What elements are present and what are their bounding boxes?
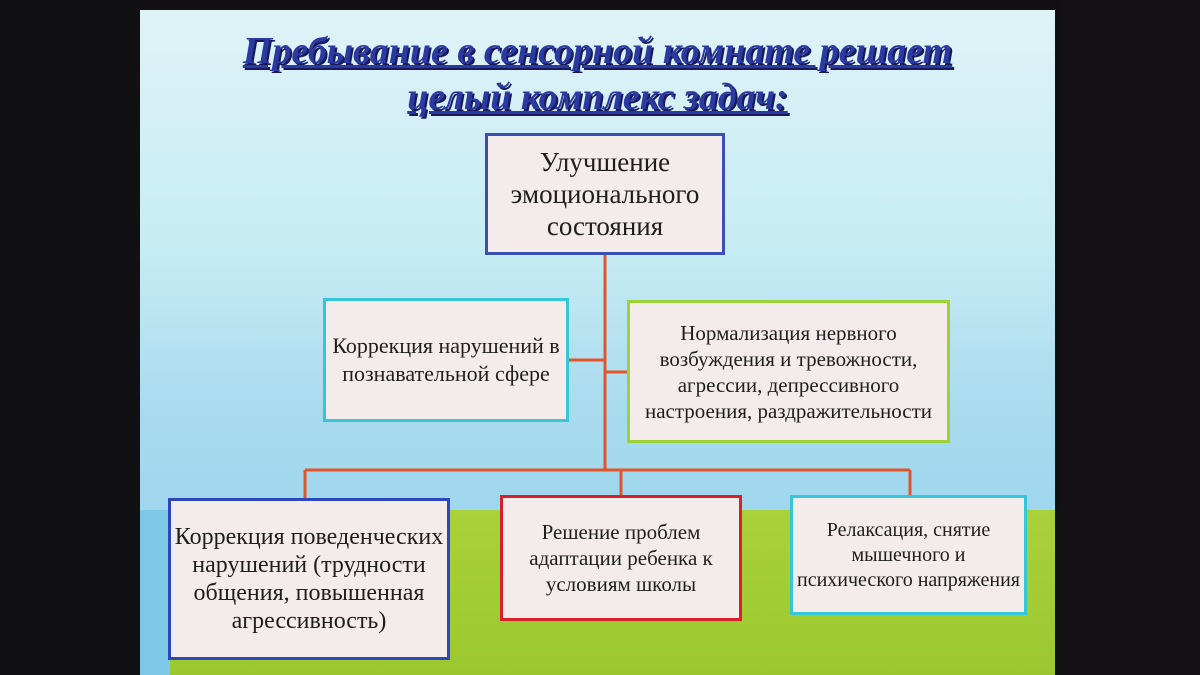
- slide-background-sky-edge: [140, 510, 170, 675]
- box-emotional-state-text: Улучшение эмоционального состояния: [510, 147, 700, 241]
- box-nervous-normalization-text: Нормализация нервного возбуждения и трев…: [644, 320, 933, 423]
- slide-title-line-1: Пребывание в сенсорной комнате решает: [242, 30, 953, 72]
- box-school-adaptation: Решение проблем адаптации ребенка к усло…: [500, 495, 742, 621]
- box-behavior-correction-text: Коррекция поведенческих нарушений (трудн…: [174, 524, 444, 634]
- slide-title: Пребывание в сенсорной комнате решает це…: [140, 28, 1055, 121]
- box-school-adaptation-text: Решение проблем адаптации ребенка к усло…: [529, 520, 713, 596]
- box-relaxation-text: Релаксация, снятие мышечного и психическ…: [797, 518, 1020, 591]
- box-emotional-state: Улучшение эмоционального состояния: [485, 133, 725, 255]
- box-nervous-normalization: Нормализация нервного возбуждения и трев…: [627, 300, 950, 443]
- connector-lines: [303, 255, 912, 498]
- slide-title-line-2: целый комплекс задач:: [407, 76, 788, 119]
- box-cognitive-correction: Коррекция нарушений в познавательной сфе…: [323, 298, 569, 422]
- box-relaxation: Релаксация, снятие мышечного и психическ…: [790, 495, 1027, 615]
- monitor-bezel: [1060, 0, 1200, 675]
- box-behavior-correction: Коррекция поведенческих нарушений (трудн…: [168, 498, 450, 660]
- box-cognitive-correction-text: Коррекция нарушений в познавательной сфе…: [332, 333, 560, 386]
- presentation-slide: Пребывание в сенсорной комнате решает це…: [140, 10, 1055, 675]
